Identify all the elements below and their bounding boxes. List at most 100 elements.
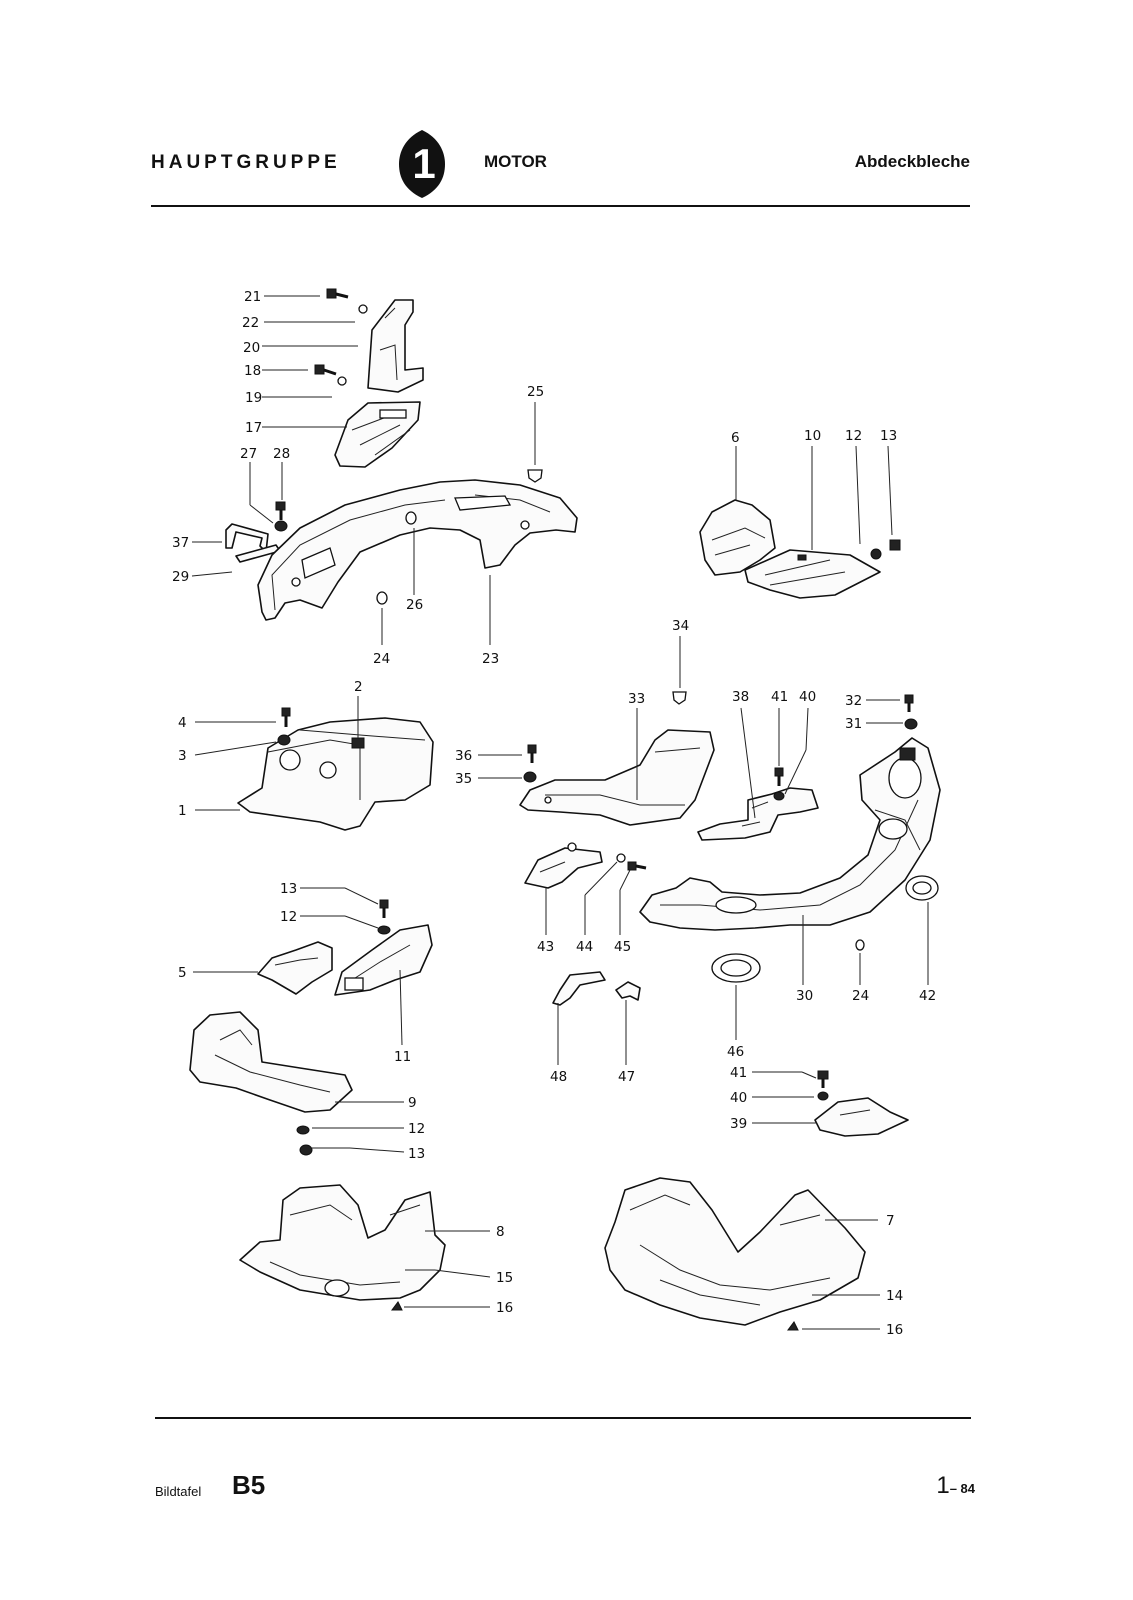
part-16-plug-right: [787, 1321, 799, 1331]
callout: 32: [845, 693, 862, 709]
callout: 26: [406, 597, 423, 613]
part-6-cover: [699, 499, 776, 576]
callout: 4: [178, 715, 187, 731]
part-22-washer: [358, 304, 368, 314]
part-48-clip: [552, 971, 606, 1006]
part-40-nut-lower: [817, 1091, 829, 1101]
part-28-screw: [275, 501, 286, 520]
callout: 34: [672, 618, 689, 634]
part-23-upper-cover: [257, 479, 578, 621]
part-45-bolt: [627, 861, 647, 871]
part-47-clip: [615, 981, 641, 1001]
part-32-screw: [904, 694, 914, 712]
part-33-cover: [519, 729, 715, 826]
callout: 17: [245, 420, 262, 436]
part-19-washer: [337, 376, 347, 386]
part-7-cover: [604, 1177, 866, 1326]
callout: 27: [240, 446, 257, 462]
callout: 23: [482, 651, 499, 667]
part-34-plug: [672, 691, 687, 705]
callout: 44: [576, 939, 593, 955]
part-3-nut: [277, 734, 291, 746]
callout: 40: [799, 689, 816, 705]
callout: 42: [919, 988, 936, 1004]
part-17-bracket: [334, 401, 421, 468]
part-24-grommet-lower: [855, 939, 865, 951]
part-21-bolt: [326, 288, 349, 299]
callout: 43: [537, 939, 554, 955]
callout: 14: [886, 1288, 903, 1304]
page-number: 1– 84: [936, 1472, 975, 1500]
callout: 3: [178, 748, 187, 764]
part-13-screw-mid: [379, 899, 389, 918]
callout: 18: [244, 363, 261, 379]
callout: 45: [614, 939, 631, 955]
callout: 6: [731, 430, 740, 446]
part-4-screw: [281, 707, 291, 727]
callout: 8: [496, 1224, 505, 1240]
part-9-cover: [189, 1011, 353, 1113]
callout: 13: [408, 1146, 425, 1162]
plate-label: Bildtafel: [155, 1484, 202, 1499]
leader-lines: [191, 295, 929, 1330]
section-title: Abdeckbleche: [854, 152, 970, 171]
callout: 47: [618, 1069, 635, 1085]
callout: 15: [496, 1270, 513, 1286]
page-number-main: 1: [936, 1472, 950, 1499]
callout: 13: [280, 881, 297, 897]
callout: 31: [845, 716, 862, 732]
group-number: 1: [412, 140, 435, 187]
plate-code: B5: [232, 1470, 266, 1500]
callout-labels: 21 22 20 18 19 17 27 28 37 29 25 26 24 2…: [172, 289, 936, 1338]
page-number-suffix: – 84: [949, 1481, 975, 1496]
part-41-screw-lower: [817, 1070, 829, 1088]
callout: 29: [172, 569, 189, 585]
callout: 35: [455, 771, 472, 787]
callout: 5: [178, 965, 187, 981]
part-13-nut-lower: [299, 1144, 313, 1156]
callout: 48: [550, 1069, 567, 1085]
callout: 11: [394, 1049, 411, 1065]
part-10-cover: [744, 549, 881, 599]
part-1-cover: [237, 717, 434, 831]
part-46-seal-inner: [720, 959, 752, 977]
footer-rule: [155, 1417, 971, 1419]
part-26-grommet: [405, 511, 417, 525]
callout: 21: [244, 289, 261, 305]
part-5-bracket: [257, 941, 333, 995]
group-label: HAUPTGRUPPE: [151, 152, 341, 173]
callout: 9: [408, 1095, 417, 1111]
part-27-nut: [274, 520, 288, 532]
callout: 41: [730, 1065, 747, 1081]
callout: 24: [852, 988, 869, 1004]
callout: 16: [886, 1322, 903, 1338]
part-30-lower-cover: [639, 737, 941, 931]
callout: 28: [273, 446, 290, 462]
callout: 13: [880, 428, 897, 444]
group-name: MOTOR: [484, 152, 547, 171]
callout: 19: [245, 390, 262, 406]
callout: 22: [242, 315, 259, 331]
callout: 7: [886, 1213, 895, 1229]
callout: 12: [845, 428, 862, 444]
callout: 12: [280, 909, 297, 925]
callout: 1: [178, 803, 187, 819]
parts-art: [189, 288, 941, 1331]
part-35-nut: [523, 771, 537, 783]
callout: 2: [354, 679, 363, 695]
part-16-plug-left: [391, 1301, 403, 1311]
callout: 37: [172, 535, 189, 551]
part-38-bracket: [697, 787, 819, 841]
part-20-bracket: [367, 299, 424, 393]
part-36-screw: [527, 744, 537, 763]
callout: 10: [804, 428, 821, 444]
callout: 39: [730, 1116, 747, 1132]
part-25-plug: [527, 469, 543, 483]
callout: 24: [373, 651, 390, 667]
part-13-bolt-upper: [889, 539, 901, 551]
callout: 33: [628, 691, 645, 707]
part-43-bracket: [524, 842, 603, 889]
part-42-grommet-inner: [912, 881, 932, 895]
part-12-nut-lower: [296, 1125, 310, 1135]
callout: 36: [455, 748, 472, 764]
